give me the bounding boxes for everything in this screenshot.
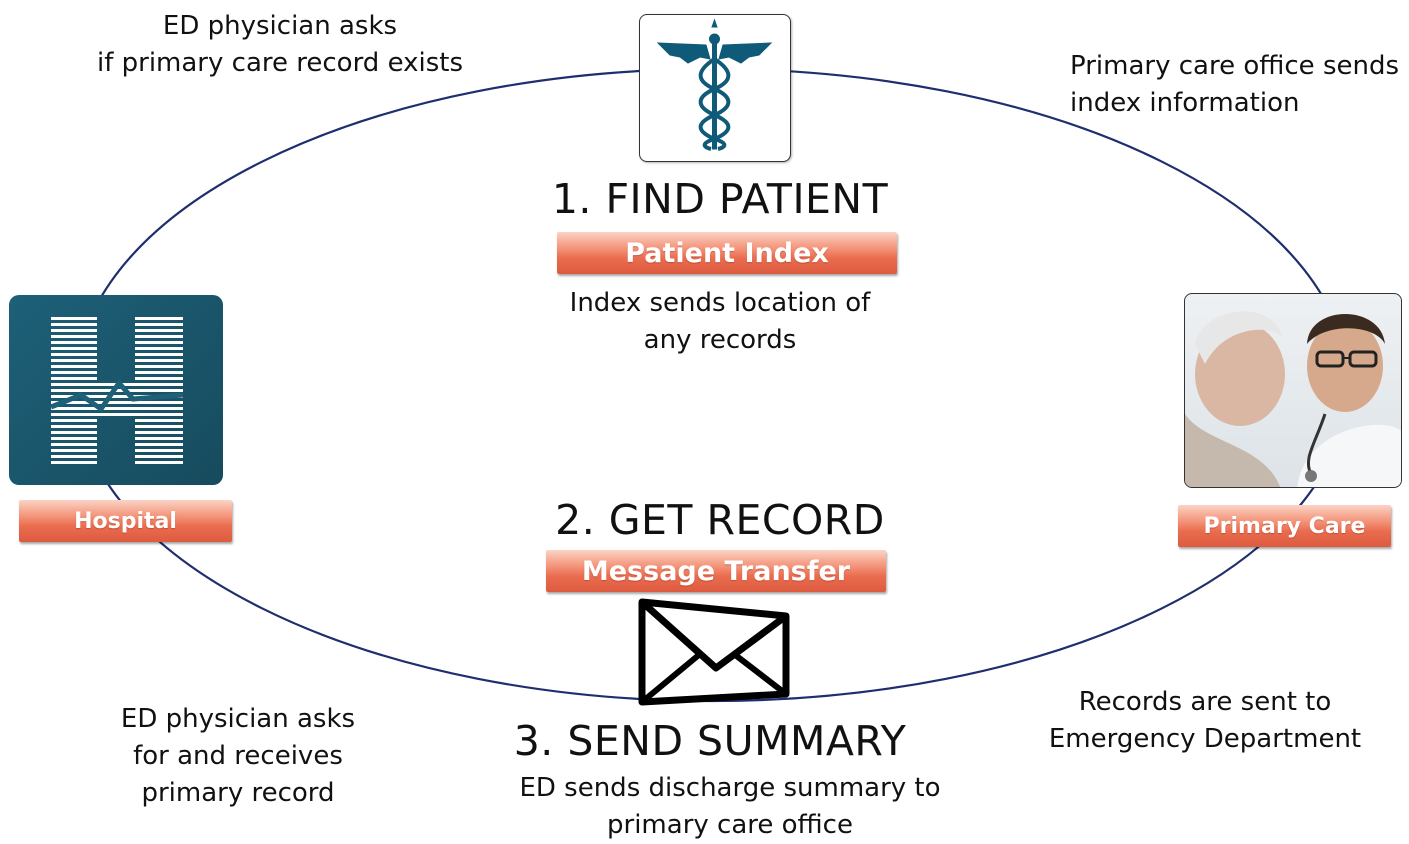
step-send-summary: 3. SEND SUMMARY	[513, 717, 907, 765]
step-find-patient: 1. FIND PATIENT	[551, 175, 889, 223]
note-bottom-center: ED sends discharge summary to primary ca…	[519, 773, 941, 840]
hospital-h-icon	[50, 317, 184, 464]
step-get-record: 2. GET RECORD	[555, 496, 885, 544]
hospital-icon-frame	[9, 295, 223, 485]
caduceus-icon	[656, 18, 773, 151]
doctor-patient-photo	[1185, 311, 1401, 487]
envelope-icon	[638, 598, 790, 706]
note-bottom-right: Records are sent to Emergency Department	[1048, 687, 1362, 754]
primary-care-label: Primary Care	[1178, 505, 1391, 547]
patient-index-label: Patient Index	[557, 232, 897, 274]
message-transfer-label: Message Transfer	[546, 550, 886, 592]
caduceus-icon-frame	[639, 14, 791, 162]
note-top-left: ED physician asks if primary care record…	[96, 11, 464, 78]
hospital-label: Hospital	[19, 500, 232, 542]
note-top-right: Primary care office sends index informat…	[1070, 51, 1400, 118]
note-bottom-left: ED physician asks for and receives prima…	[120, 704, 356, 808]
note-index-sends: Index sends location of any records	[569, 288, 871, 355]
primary-care-photo	[1184, 293, 1402, 488]
